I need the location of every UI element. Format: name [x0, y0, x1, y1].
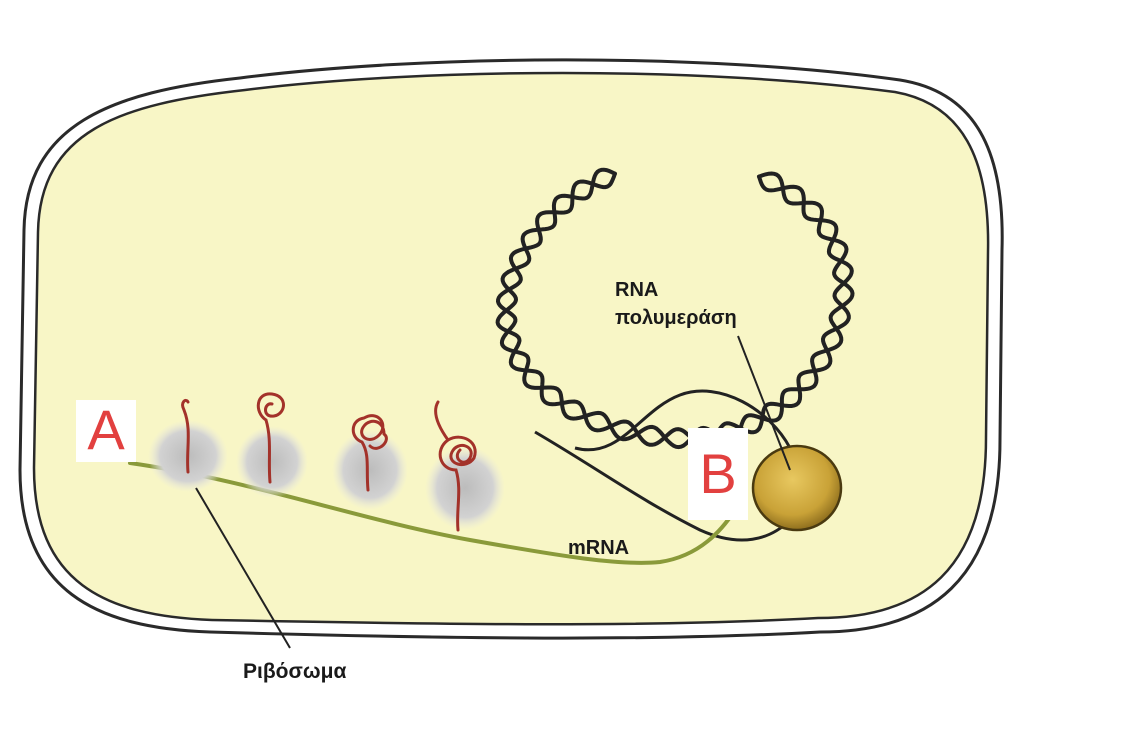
rna-polymerase-label-line1: RNA	[615, 279, 658, 301]
marker-a: A	[76, 400, 136, 462]
rna-polymerase-label-line2: πολυμεράση	[615, 307, 737, 329]
ribosome-label: Ριβόσωμα	[243, 660, 346, 683]
mrna-label: mRNA	[568, 537, 629, 559]
rna-polymerase	[753, 446, 841, 530]
marker-b: B	[688, 428, 748, 520]
ribosome-3	[332, 430, 408, 510]
ribosome-2	[236, 426, 308, 498]
ribosome-4	[425, 446, 505, 530]
